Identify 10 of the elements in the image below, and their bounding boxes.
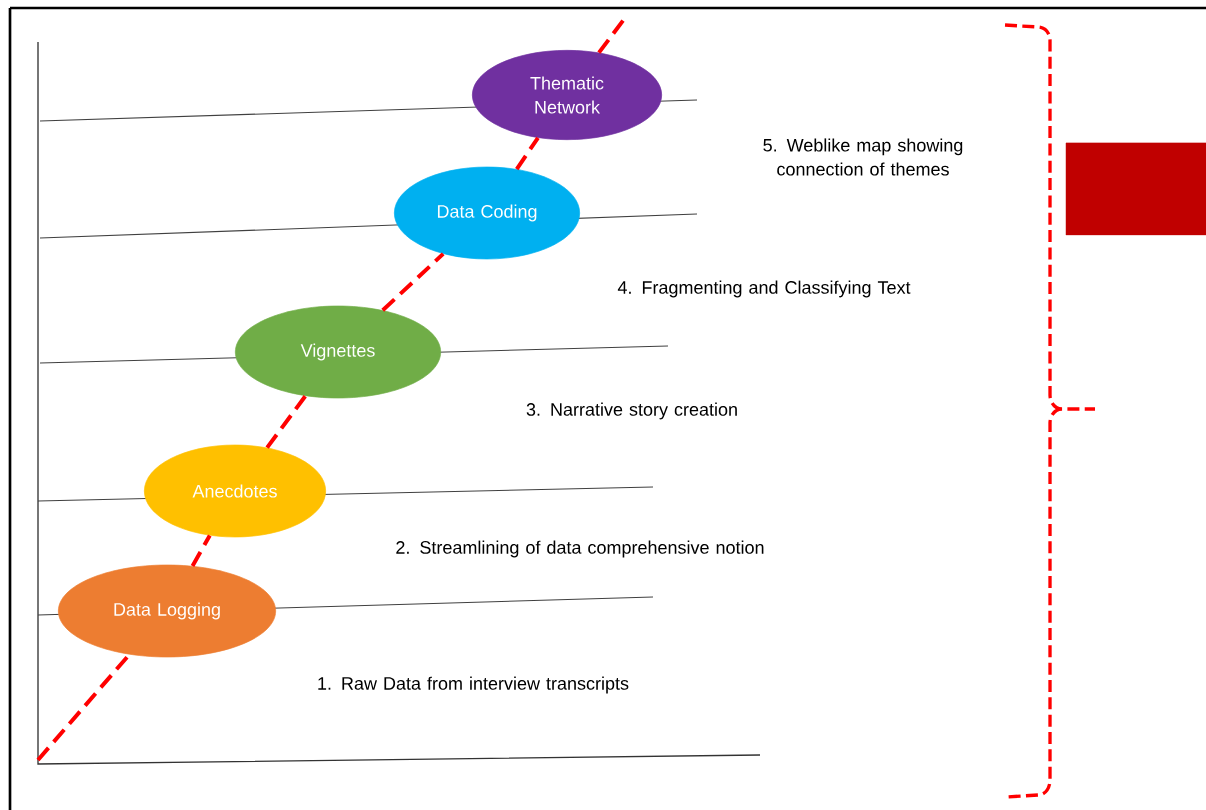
step-label: 2. Streamlining of data comprehensive notion bbox=[396, 540, 764, 558]
step-label: 5. Weblike map showing connection of themes bbox=[763, 138, 963, 176]
dashed-line bbox=[381, 252, 445, 312]
dashed-line bbox=[265, 394, 308, 449]
step-label: 1. Raw Data from interview transcripts bbox=[318, 676, 629, 694]
box bbox=[1065, 142, 1206, 236]
step-label: 4. Fragmenting and Classifying Text bbox=[617, 280, 911, 298]
step-label: 3. Narrative story creation bbox=[526, 402, 737, 420]
dashed-line bbox=[190, 534, 212, 567]
dashed-line bbox=[515, 136, 540, 171]
